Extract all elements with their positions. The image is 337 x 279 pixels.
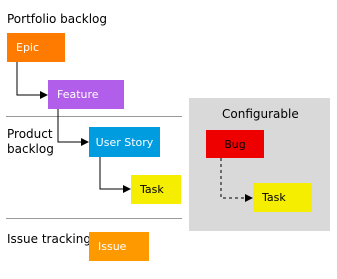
- feature-to-user-story-connector: [57, 109, 89, 146]
- task-label: Task: [140, 183, 164, 196]
- product-backlog-label: Product backlog: [7, 127, 54, 156]
- divider-portfolio-product: [6, 116, 182, 117]
- user-story-to-task-connector: [99, 157, 131, 193]
- issue-label: Issue: [98, 240, 127, 253]
- configurable-label: Configurable: [222, 107, 299, 121]
- portfolio-backlog-label: Portfolio backlog: [7, 12, 107, 26]
- issue-tracking-label: Issue tracking: [7, 232, 91, 246]
- configurable-task-label: Task: [262, 191, 286, 204]
- user-story-label: User Story: [95, 135, 154, 149]
- user-story-box: User Story: [89, 127, 160, 157]
- configurable-task-box: Task: [253, 183, 312, 212]
- epic-to-feature-connector: [16, 62, 48, 99]
- feature-label: Feature: [57, 88, 99, 101]
- epic-box: Epic: [7, 33, 65, 62]
- bug-to-task-connector: [220, 158, 253, 202]
- task-box: Task: [131, 175, 181, 204]
- bug-box: Bug: [206, 130, 264, 158]
- issue-box: Issue: [89, 232, 149, 261]
- feature-box: Feature: [48, 80, 124, 109]
- divider-product-issue: [6, 218, 182, 219]
- epic-label: Epic: [16, 41, 40, 54]
- bug-label: Bug: [224, 137, 246, 151]
